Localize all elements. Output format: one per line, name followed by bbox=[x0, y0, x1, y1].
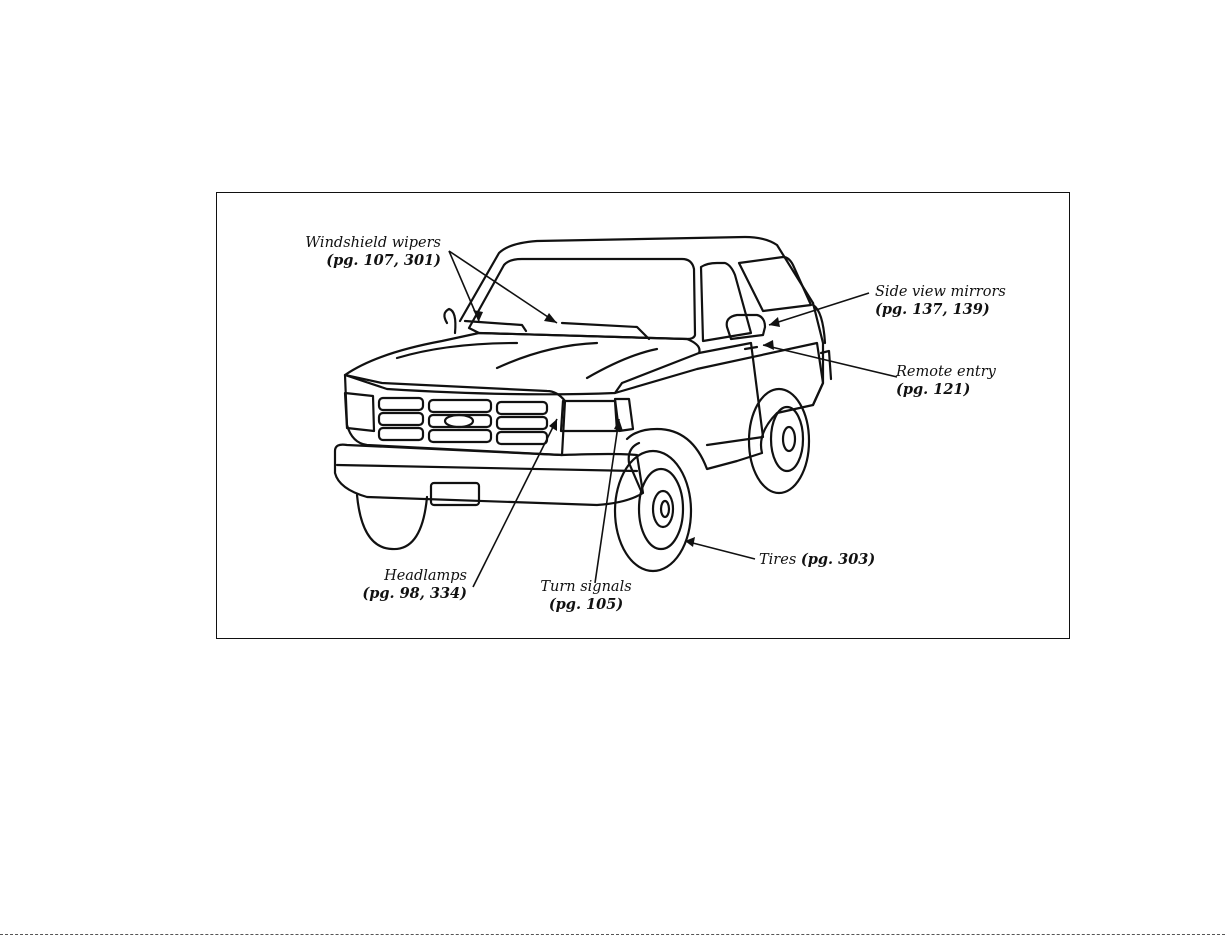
page-bottom-rule bbox=[0, 934, 1225, 935]
door-window bbox=[701, 263, 751, 341]
callout-tires-page: (pg. 303) bbox=[801, 551, 875, 568]
door-handle bbox=[745, 347, 757, 349]
callout-headlamps-name: Headlamps bbox=[357, 568, 467, 585]
callout-mirrors-name: Side view mirrors bbox=[875, 284, 1006, 301]
windshield bbox=[469, 259, 695, 339]
callout-tires: Tires (pg. 303) bbox=[759, 551, 875, 569]
leader-tires bbox=[685, 541, 755, 559]
callout-headlamps-page: (pg. 98, 334) bbox=[357, 585, 467, 602]
callout-side-view-mirrors: Side view mirrors (pg. 137, 139) bbox=[875, 284, 1006, 318]
callout-remote-name: Remote entry bbox=[896, 364, 996, 381]
front-bumper bbox=[335, 445, 643, 505]
cab-roof bbox=[460, 237, 813, 321]
hood bbox=[345, 333, 700, 394]
right-headlamp bbox=[561, 401, 617, 431]
callout-wipers-name: Windshield wipers bbox=[303, 235, 441, 252]
callout-headlamps: Headlamps (pg. 98, 334) bbox=[357, 568, 467, 602]
callout-wipers-page: (pg. 107, 301) bbox=[303, 252, 441, 269]
callout-tires-name: Tires bbox=[759, 552, 801, 568]
callout-remote-entry: Remote entry (pg. 121) bbox=[896, 364, 996, 398]
figure-frame: Windshield wipers (pg. 107, 301) Side vi… bbox=[216, 192, 1070, 639]
callout-windshield-wipers: Windshield wipers (pg. 107, 301) bbox=[303, 235, 441, 269]
callout-mirrors-page: (pg. 137, 139) bbox=[875, 301, 1006, 318]
callout-turn-signals: Turn signals (pg. 105) bbox=[533, 579, 639, 613]
door bbox=[699, 343, 763, 445]
callout-turn-page: (pg. 105) bbox=[533, 596, 639, 613]
grille-emblem bbox=[445, 415, 473, 427]
callout-remote-page: (pg. 121) bbox=[896, 381, 996, 398]
rear-tire bbox=[749, 389, 809, 493]
callout-turn-name: Turn signals bbox=[533, 579, 639, 596]
